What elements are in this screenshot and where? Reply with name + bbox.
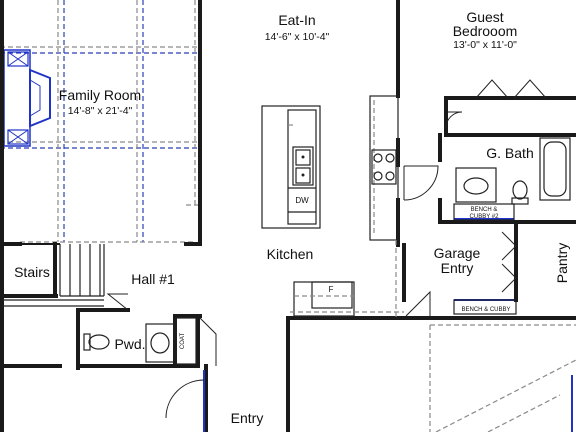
guest-bedroom-dims: 13'-0" x 11'-0" bbox=[453, 39, 517, 51]
stairs-name: Stairs bbox=[14, 264, 50, 280]
bench-cubby-2-line2: CUBBY #2 bbox=[470, 214, 500, 220]
guest-bedroom-name-line2: Bedrooom bbox=[453, 23, 518, 39]
pwd-fixtures bbox=[83, 317, 197, 365]
kitchen-dashed bbox=[290, 240, 404, 318]
eat-in-name: Eat-In bbox=[278, 12, 315, 28]
bench-cubby-2-line1: BENCH & bbox=[471, 207, 498, 213]
fireplace bbox=[3, 49, 51, 147]
g-bath-name: G. Bath bbox=[486, 145, 533, 161]
fixture-labels: COAT BENCH & CUBBY #2 BENCH & CUBBY bbox=[180, 207, 511, 349]
guest-bedroom-name-line1: Guest bbox=[466, 9, 503, 25]
dishwasher-label: DW bbox=[295, 196, 309, 205]
fridge-label: F bbox=[329, 285, 334, 294]
garage-entry-name-line2: Entry bbox=[441, 260, 474, 276]
family-room-name: Family Room bbox=[59, 87, 141, 103]
bench-cubby-label: BENCH & CUBBY bbox=[461, 307, 510, 313]
garage-entry-name-line1: Garage bbox=[434, 245, 481, 261]
pwd-name: Pwd. bbox=[114, 336, 145, 352]
fridge-counter: F bbox=[293, 281, 355, 317]
pantry-name: Pantry bbox=[554, 243, 570, 283]
hall-name: Hall #1 bbox=[131, 271, 175, 287]
coat-label: COAT bbox=[180, 333, 186, 350]
entry-name: Entry bbox=[231, 410, 264, 426]
bench-cubbies bbox=[453, 203, 517, 315]
bath-fixtures bbox=[455, 137, 571, 205]
family-room-dims: 14'-8" x 21'-4" bbox=[68, 105, 133, 117]
room-labels: Family Room 14'-8" x 21'-4" Eat-In 14'-6… bbox=[14, 9, 570, 426]
kitchen-name: Kitchen bbox=[267, 246, 314, 262]
doors bbox=[106, 79, 576, 432]
family-room-ceiling-grid bbox=[0, 0, 200, 243]
stairs-treads bbox=[2, 244, 105, 307]
kitchen-counter-right bbox=[369, 95, 399, 241]
eat-in-dims: 14'-6" x 10'-4" bbox=[265, 31, 330, 43]
kitchen-island: DW bbox=[261, 105, 321, 229]
